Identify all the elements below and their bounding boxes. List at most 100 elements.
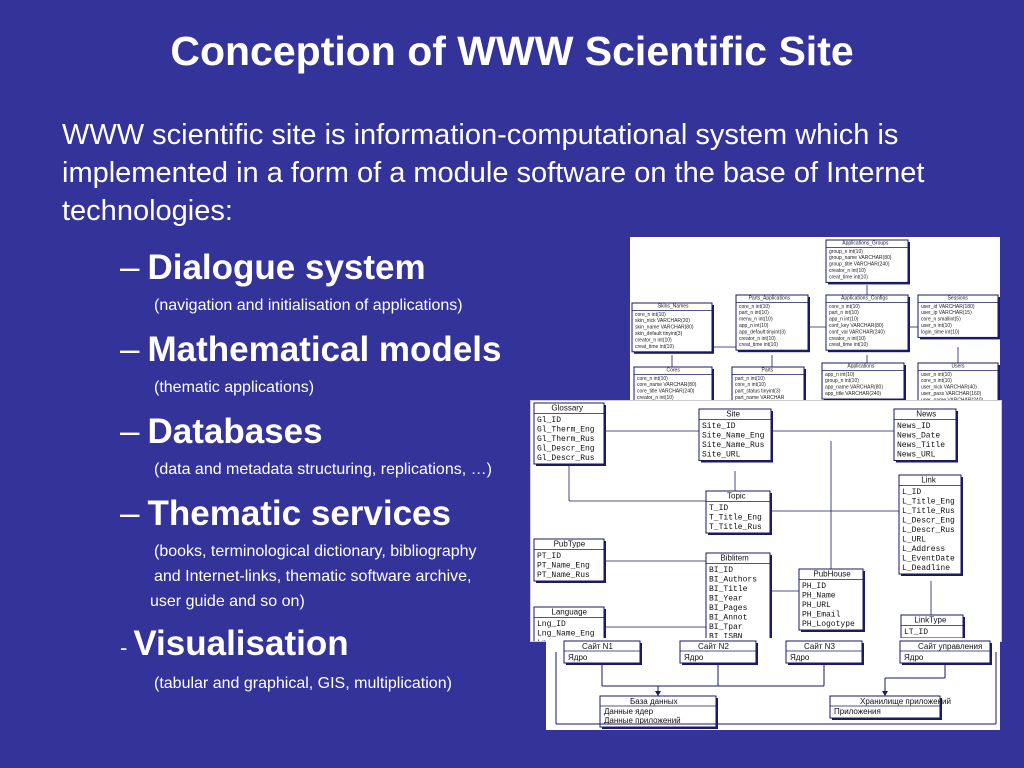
entity-title: Sessions (948, 295, 969, 301)
entity-row: PH_URL (802, 601, 831, 610)
entity-row: BI_Authors (709, 576, 757, 585)
entity-row: part_status tinyint(3) (735, 389, 781, 395)
item-label: Mathematical models (147, 330, 502, 369)
item-bullet: - (120, 635, 128, 660)
entity-title: Applications_Groups (842, 240, 889, 246)
item-thematic-services: –Thematic services (120, 494, 451, 534)
box-title: Сайт N2 (698, 642, 729, 651)
box-row: Ядро (904, 653, 924, 662)
entity-row: user_n int(10) (921, 323, 952, 329)
box-title: База данных (630, 697, 678, 706)
intro-text: WWW scientific site is information-compu… (62, 119, 925, 227)
item-mathematical-models: –Mathematical models (120, 330, 501, 370)
entity-row: core_n int(10) (637, 376, 668, 382)
entity-row: skin_default tinyint(3) (635, 331, 683, 337)
entity-frame (893, 408, 957, 461)
entity-row: PH_ID (802, 582, 826, 591)
item-dialogue-system: –Dialogue system (120, 248, 426, 288)
box-title: Сайт N1 (582, 642, 613, 651)
entity-row: user_id VARCHAR(180) (921, 304, 975, 310)
entity-row: creator_n int(10) (829, 268, 866, 274)
entity-row: login_time int(10) (921, 329, 960, 335)
entity-row: L_Deadline (902, 564, 950, 573)
entity-row: Gl_Therm_Rus (537, 435, 595, 444)
entity-frame (698, 408, 772, 461)
entity-title: Skins_Names (658, 303, 689, 309)
entity-row: user_n int(10) (921, 372, 952, 378)
entity-row: Gl_Therm_Eng (537, 426, 595, 435)
entity-title: PubHouse (813, 570, 851, 579)
entity-title: Link (921, 476, 937, 485)
entity-title: Users (952, 363, 966, 369)
box-title: Сайт управления (918, 642, 982, 651)
entity-row: T_Title_Rus (709, 523, 762, 532)
entity-row: PH_Email (802, 611, 841, 620)
entity-frame (898, 474, 962, 575)
entity-row: BI_ID (709, 566, 733, 575)
entity-row: part_n int(10) (735, 376, 765, 382)
entity-row: Gl_ID (537, 416, 561, 425)
entity-row: PH_Name (802, 592, 836, 601)
entity-row: skin_name VARCHAR(80) (635, 325, 694, 331)
item-bullet: – (120, 412, 140, 451)
entity-row: LT_ID (904, 628, 928, 637)
entity-row: L_ID (902, 488, 921, 497)
entity-frame (825, 294, 909, 351)
entity-row: Gl_Descr_Rus (537, 454, 595, 463)
entity-row: PT_Name_Eng (537, 562, 590, 571)
entity-row: part_n int(10) (739, 310, 769, 316)
er-diagram-front-svg: GlossaryGl_IDGl_Therm_EngGl_Therm_RusGl_… (533, 402, 965, 641)
entity-frame (533, 538, 605, 582)
item-bullet: – (120, 494, 140, 533)
entity-row: BI_Title (709, 585, 748, 594)
entity-row: group_n int(10) (829, 249, 863, 255)
box-row: Приложения (834, 707, 881, 716)
entity-row: group_n int(10) (825, 378, 859, 384)
entity-row: skin_nick VARCHAR(20) (635, 318, 690, 324)
entity-title: Parts (762, 367, 774, 373)
entity-row: Gl_Descr_Eng (537, 445, 595, 454)
entity-row: group_name VARCHAR(80) (829, 255, 892, 261)
item-desc: (tabular and graphical, GIS, multiplicat… (154, 675, 452, 692)
entity-row: News_ID (897, 422, 931, 431)
entity-title: PubType (554, 540, 586, 549)
entity-title: Applications (847, 363, 874, 369)
entity-row: creator_n int(10) (637, 395, 674, 401)
entity-row: creat_time int(10) (829, 342, 868, 348)
item-label: Dialogue system (147, 248, 426, 287)
entity-box: Applications app_n int(10)group_n int(10)… (821, 362, 906, 401)
entity-row: app_title VARCHAR(240) (825, 391, 881, 397)
entity-box: Applications_Groups group_n int(10)group_… (825, 239, 910, 285)
entity-row: app_name VARCHAR(80) (825, 385, 883, 391)
entity-row: conf_val VARCHAR(240) (829, 329, 885, 335)
entity-title: Topic (727, 492, 746, 501)
entity-row: app_n int(10) (825, 372, 855, 378)
entity-row: core_n smallint(5) (921, 317, 961, 323)
entity-row: L_Title_Rus (902, 507, 955, 516)
slide-title: Conception of WWW Scientific Site (170, 28, 854, 74)
item-desc: (books, terminological dictionary, bibli… (154, 543, 477, 560)
item-label: Visualisation (133, 624, 349, 663)
entity-row: creator_n int(10) (829, 336, 866, 342)
item-desc: (navigation and initialisation of applic… (154, 297, 463, 314)
entity-row: News_Title (897, 441, 945, 450)
entity-row: L_EventDate (902, 555, 955, 564)
item-databases: –Databases (120, 412, 323, 452)
entity-box: LinkL_IDL_Title_EngL_Title_RusL_Descr_En… (898, 474, 963, 576)
entity-row: core_n int(10) (921, 378, 952, 384)
entity-row: core_n int(10) (739, 304, 770, 310)
entity-row: PT_ID (537, 552, 561, 561)
entity-frame (705, 552, 771, 641)
box-row: Ядро (790, 653, 810, 662)
